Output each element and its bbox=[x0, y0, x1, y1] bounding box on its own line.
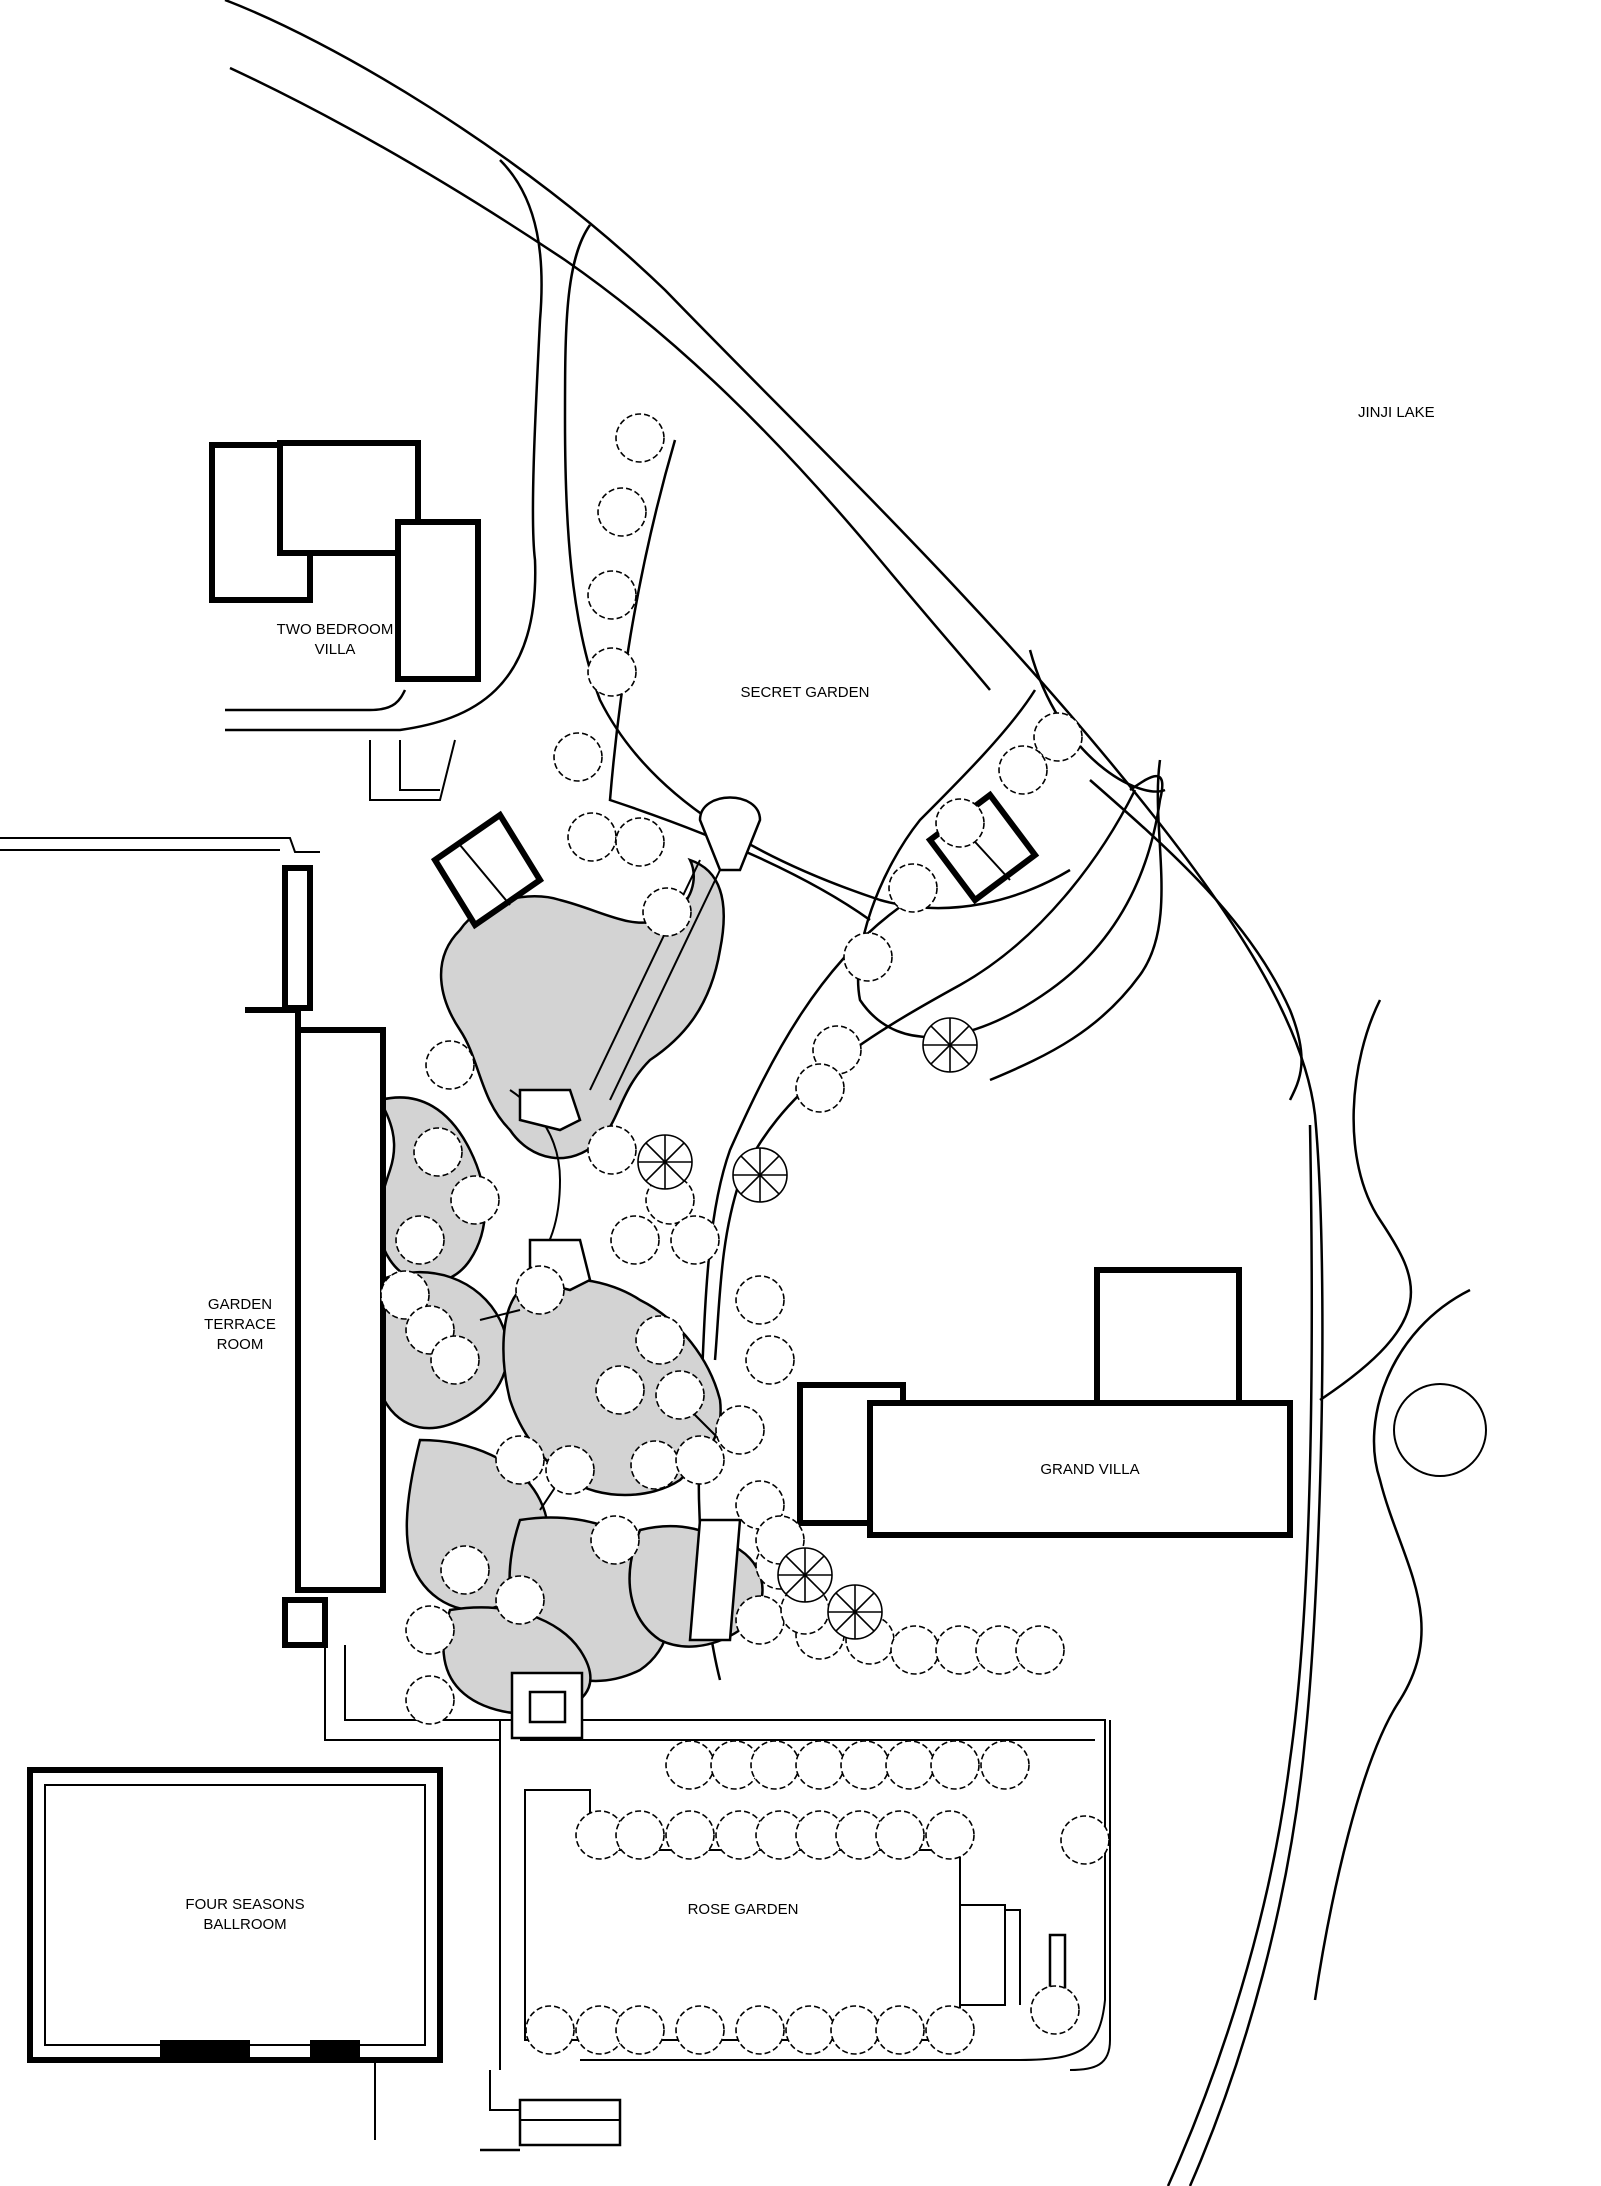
tree-icon bbox=[875, 2005, 925, 2055]
palm-tree-icon bbox=[637, 1134, 693, 1190]
label-garden-terrace-line2: TERRACE bbox=[204, 1316, 276, 1333]
tree-icon bbox=[665, 1810, 715, 1860]
palm-trees bbox=[637, 1017, 978, 1640]
two-bedroom-villa bbox=[209, 440, 481, 801]
tree-icon bbox=[735, 1275, 785, 1325]
tree-icon bbox=[587, 647, 637, 697]
tree-icon bbox=[840, 1740, 890, 1790]
palm-tree-icon bbox=[777, 1547, 833, 1603]
tree-icon bbox=[750, 1740, 800, 1790]
tree-icon bbox=[405, 1675, 455, 1725]
tree-icon bbox=[615, 2005, 665, 2055]
tree-icon bbox=[635, 1315, 685, 1365]
tree-icon bbox=[785, 2005, 835, 2055]
tree-icon bbox=[450, 1175, 500, 1225]
tree-icon bbox=[597, 487, 647, 537]
tree-icon bbox=[515, 1265, 565, 1315]
tree-icon bbox=[380, 1270, 430, 1320]
tree-icon bbox=[735, 1595, 785, 1645]
tree-icon bbox=[587, 1125, 637, 1175]
garden-terrace-room bbox=[0, 837, 510, 1741]
tree-icon bbox=[745, 1335, 795, 1385]
tree-icon bbox=[615, 817, 665, 867]
tree-icon bbox=[925, 2005, 975, 2055]
tree-icon bbox=[413, 1127, 463, 1177]
label-secret-garden: SECRET GARDEN bbox=[740, 684, 870, 701]
tree-icon bbox=[567, 812, 617, 862]
tree-icon bbox=[830, 2005, 880, 2055]
tree-icon bbox=[430, 1335, 480, 1385]
label-rose-garden: ROSE GARDEN bbox=[687, 1901, 799, 1918]
label-four-seasons-ballroom: FOUR SEASONS BALLROOM bbox=[160, 1895, 330, 1935]
label-two-bedroom-villa-line1: TWO BEDROOM bbox=[276, 621, 394, 638]
tree-icon bbox=[665, 1740, 715, 1790]
tree-icon bbox=[495, 1435, 545, 1485]
tree-icon bbox=[545, 1445, 595, 1495]
tree-icon bbox=[925, 1810, 975, 1860]
tree-icon bbox=[590, 1515, 640, 1565]
tree-icon bbox=[1030, 1985, 1080, 2035]
tree-icon bbox=[675, 1435, 725, 1485]
tree-icon bbox=[735, 2005, 785, 2055]
tree-icon bbox=[998, 745, 1048, 795]
label-jinji-lake: JINJI LAKE bbox=[1358, 404, 1435, 421]
tree-icon bbox=[495, 1575, 545, 1625]
tree-icon bbox=[395, 1215, 445, 1265]
tree-icon bbox=[595, 1365, 645, 1415]
villa-drive bbox=[225, 159, 1071, 910]
trees bbox=[380, 413, 1110, 2055]
tree-icon bbox=[587, 570, 637, 620]
main-road bbox=[224, 0, 1324, 2186]
tree-icon bbox=[875, 1810, 925, 1860]
tree-icon bbox=[1060, 1815, 1110, 1865]
tree-icon bbox=[885, 1740, 935, 1790]
tree-icon bbox=[675, 2005, 725, 2055]
tree-icon bbox=[715, 1405, 765, 1455]
tree-icon bbox=[795, 1063, 845, 1113]
roundabout bbox=[1313, 999, 1487, 2001]
grand-villa bbox=[797, 1267, 1293, 1538]
tree-icon bbox=[930, 1740, 980, 1790]
label-garden-terrace-line3: ROOM bbox=[216, 1336, 264, 1353]
label-two-bedroom-villa-line2: VILLA bbox=[314, 641, 356, 658]
tree-icon bbox=[670, 1215, 720, 1265]
tree-icon bbox=[1033, 712, 1083, 762]
tree-icon bbox=[525, 2005, 575, 2055]
palm-tree-icon bbox=[732, 1147, 788, 1203]
palm-tree-icon bbox=[922, 1017, 978, 1073]
tree-icon bbox=[630, 1440, 680, 1490]
tree-icon bbox=[610, 1215, 660, 1265]
tree-icon bbox=[553, 732, 603, 782]
tree-icon bbox=[795, 1740, 845, 1790]
tree-icon bbox=[642, 887, 692, 937]
four-seasons-ballroom bbox=[27, 1767, 443, 2140]
tree-icon bbox=[425, 1040, 475, 1090]
label-two-bedroom-villa: TWO BEDROOM VILLA bbox=[250, 620, 420, 660]
tree-icon bbox=[615, 413, 665, 463]
label-ballroom-line1: FOUR SEASONS bbox=[185, 1896, 305, 1913]
tree-icon bbox=[843, 932, 893, 982]
tree-icon bbox=[440, 1545, 490, 1595]
garden-paths bbox=[479, 796, 762, 1642]
tree-icon bbox=[615, 1810, 665, 1860]
tree-icon bbox=[888, 863, 938, 913]
tree-icon bbox=[980, 1740, 1030, 1790]
tree-icon bbox=[405, 1605, 455, 1655]
tree-icon bbox=[1015, 1625, 1065, 1675]
label-garden-terrace-line1: GARDEN bbox=[207, 1296, 273, 1313]
palm-tree-icon bbox=[827, 1584, 883, 1640]
tree-icon bbox=[655, 1370, 705, 1420]
tree-icon bbox=[890, 1625, 940, 1675]
label-ballroom-line2: BALLROOM bbox=[203, 1916, 287, 1933]
tree-icon bbox=[935, 798, 985, 848]
label-garden-terrace-room: GARDEN TERRACE ROOM bbox=[190, 1295, 290, 1355]
label-grand-villa: GRAND VILLA bbox=[1040, 1461, 1140, 1478]
